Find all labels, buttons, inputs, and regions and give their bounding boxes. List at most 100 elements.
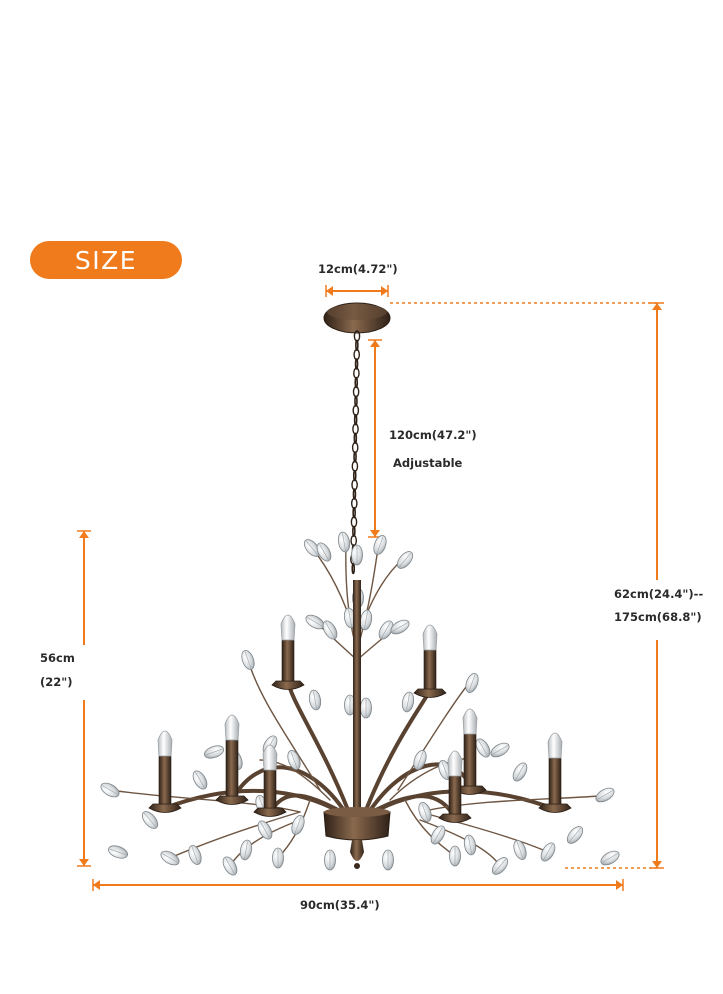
candle-bulb — [280, 614, 296, 641]
crystal-stem-13 — [247, 659, 321, 791]
crystal-leaf-9 — [322, 620, 338, 640]
crystal-leaves — [100, 531, 620, 876]
candle-bulb — [462, 708, 478, 735]
canopy-width-arrow-arrow-left — [326, 286, 333, 296]
center-body — [323, 811, 391, 841]
crystal-stem-10 — [419, 795, 601, 813]
body-height-label-2: (22") — [40, 675, 73, 689]
candle-sleeve — [423, 649, 437, 690]
candle-cup — [148, 803, 182, 813]
crystal-leaf-39 — [430, 825, 446, 845]
candle-cup — [215, 795, 249, 805]
crystal-leaf-5 — [316, 542, 332, 562]
crystal-leaf-51 — [324, 849, 336, 871]
arm-1 — [163, 788, 342, 814]
center-stem — [353, 580, 361, 815]
crystal-leaf-25 — [475, 738, 491, 758]
crystal-leaf-52 — [382, 849, 394, 871]
overall-height-arrow-arrow-bottom — [652, 861, 662, 868]
chain-length-arrow-arrow-top — [370, 340, 380, 347]
candle-cup — [413, 688, 447, 698]
hanging-chain — [350, 330, 361, 575]
crystal-leaf-33 — [222, 856, 238, 876]
crystal-stem-11 — [419, 811, 549, 853]
body-height-label-1: 56cm — [40, 651, 75, 665]
dimension-guides — [77, 285, 664, 891]
crystal-stem-14 — [397, 681, 471, 791]
crystal-leaf-26 — [490, 742, 510, 758]
overall-height-label-1: 62cm(24.4")-- — [614, 587, 704, 601]
arm-2 — [230, 765, 347, 814]
diameter-label: 90cm(35.4") — [300, 898, 380, 912]
crystal-leaf-40 — [449, 845, 461, 867]
candle-5 — [453, 708, 487, 795]
crystal-leaf-46 — [566, 826, 584, 844]
candle-bulb — [224, 714, 240, 741]
candle-sleeve — [463, 733, 477, 787]
crystal-leaf-1 — [303, 539, 321, 557]
candle-7 — [253, 744, 287, 817]
candle-sleeve — [281, 639, 295, 682]
candle-4 — [413, 624, 447, 698]
candle-3 — [271, 614, 305, 690]
diameter-arrow-arrow-left — [93, 880, 100, 890]
crystal-leaf-44 — [540, 842, 556, 862]
crystal-leaf-17 — [401, 691, 415, 713]
crystal-leaf-32 — [188, 845, 202, 865]
candle-sleeve — [225, 739, 239, 797]
candle-cup — [253, 807, 287, 817]
crystal-leaf-43 — [513, 840, 527, 860]
candle-6 — [538, 732, 572, 813]
candle-8 — [438, 750, 472, 823]
crystal-leaf-11 — [390, 619, 410, 635]
candle-cup — [538, 803, 572, 813]
body-height-arrow-arrow-bottom — [79, 859, 89, 866]
arm-5 — [367, 762, 472, 814]
candle-bulb — [447, 750, 463, 777]
candle-lights — [148, 614, 572, 823]
candle-sleeve — [158, 755, 172, 805]
canopy-width-label: 12cm(4.72") — [318, 262, 398, 276]
candle-bulb — [422, 624, 438, 651]
crystal-leaf-38 — [418, 802, 432, 822]
size-badge: SIZE — [30, 241, 182, 279]
crystal-leaf-50 — [287, 750, 301, 770]
candle-sleeve — [448, 775, 462, 815]
crystal-leaf-29 — [108, 845, 128, 859]
crystal-leaf-7 — [351, 544, 363, 566]
crystal-leaf-3 — [373, 535, 387, 555]
crystal-leaf-34 — [239, 839, 253, 861]
crystal-leaf-23 — [204, 745, 224, 759]
overall-height-label-2: 175cm(68.8") — [614, 610, 702, 624]
crystal-leaf-36 — [272, 847, 284, 869]
chain-length-arrow-arrow-bottom — [370, 530, 380, 537]
crystal-leaf-42 — [491, 857, 509, 875]
candle-bulb — [262, 744, 278, 771]
candle-cup — [438, 813, 472, 823]
crystal-leaf-31 — [160, 850, 180, 866]
crystal-leaf-16 — [308, 689, 322, 711]
crystal-leaf-41 — [463, 834, 477, 856]
crystal-leaf-30 — [141, 811, 159, 829]
crystal-leaf-27 — [512, 762, 528, 782]
crystal-leaf-21 — [192, 770, 208, 790]
crystal-leaf-14 — [241, 650, 255, 670]
candle-sleeve — [263, 769, 277, 809]
crystal-leaf-20 — [100, 782, 120, 798]
body-height-arrow-arrow-top — [79, 531, 89, 538]
diameter-arrow-arrow-right — [616, 880, 623, 890]
canopy-width-arrow-arrow-right — [381, 286, 388, 296]
candle-bulb — [547, 732, 563, 759]
candle-1 — [148, 730, 182, 813]
chain-length-label: 120cm(47.2") — [389, 428, 477, 442]
candle-sleeve — [548, 757, 562, 805]
crystal-leaf-4 — [396, 551, 414, 569]
crystal-leaf-45 — [600, 850, 620, 866]
crystal-leaf-47 — [257, 820, 273, 840]
crystal-leaf-15 — [465, 673, 479, 693]
crystal-stem-8 — [169, 811, 301, 859]
chandelier — [100, 302, 620, 876]
crystal-leaf-28 — [595, 787, 615, 803]
crystal-leaf-19 — [360, 697, 372, 719]
